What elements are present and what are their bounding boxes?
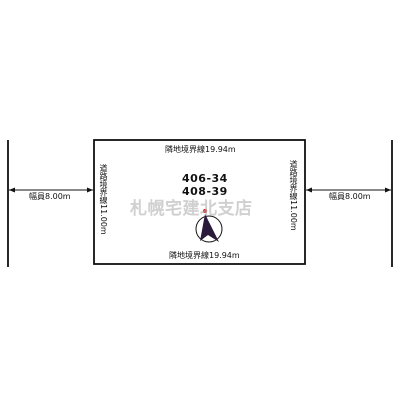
top-boundary-label: 隣地境界線19.94m bbox=[165, 145, 236, 154]
lot-number-1: 406-34 bbox=[182, 172, 228, 185]
north-marker bbox=[203, 209, 207, 213]
right-arrowhead-1 bbox=[306, 187, 312, 193]
left-boundary-label: 道路境界線11.00m bbox=[99, 164, 108, 235]
left-arrowhead-1 bbox=[9, 187, 15, 193]
lot-number-2: 408-39 bbox=[182, 185, 228, 198]
watermark: 札幌宅建北支店 bbox=[130, 199, 253, 219]
left-arrowhead-2 bbox=[87, 187, 93, 193]
left-road-width-label: 幅員8.00m bbox=[29, 192, 71, 201]
bottom-boundary-label: 隣地境界線19.94m bbox=[169, 251, 240, 260]
parcel-outline bbox=[93, 139, 306, 265]
right-boundary-label: 道路境界線11.00m bbox=[289, 160, 298, 231]
north-arrow-icon bbox=[195, 209, 223, 243]
right-road-width-label: 幅員8.00m bbox=[329, 192, 371, 201]
right-arrowhead-2 bbox=[385, 187, 391, 193]
